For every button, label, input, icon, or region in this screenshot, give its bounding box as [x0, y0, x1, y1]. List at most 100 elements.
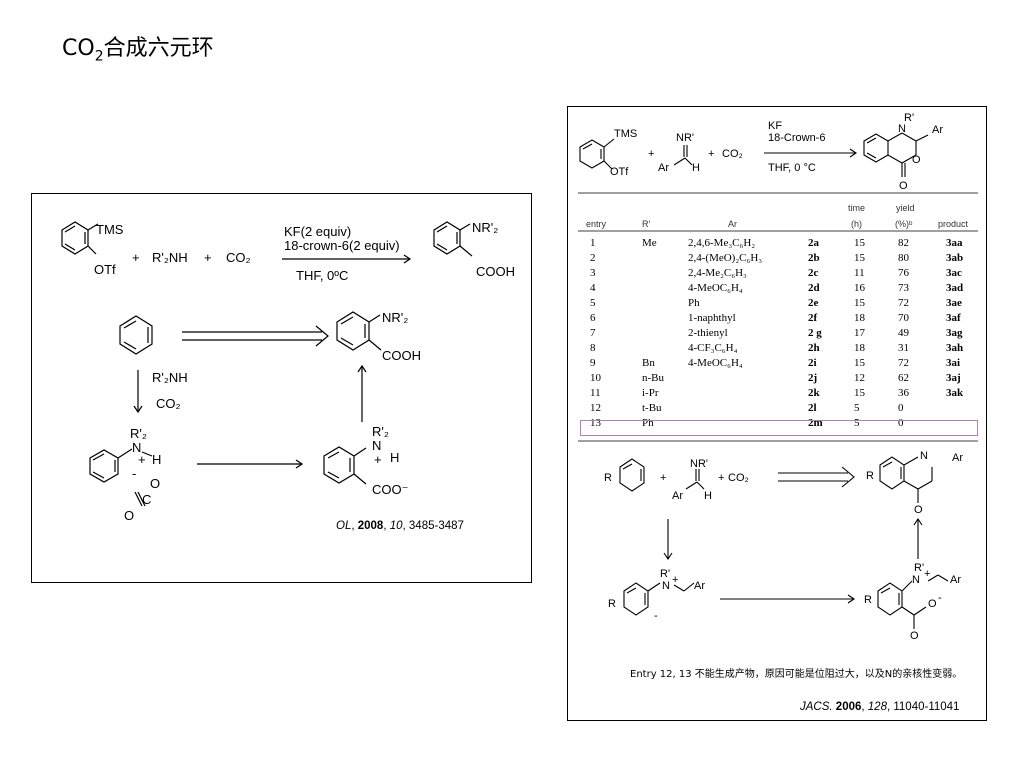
- table-cell: 2c: [808, 267, 819, 279]
- right-co2: CO₂: [722, 148, 743, 160]
- header-time-unit: (h): [851, 219, 862, 229]
- right-cond-thf: THF, 0 °C: [768, 162, 816, 174]
- jacs-volume: 128: [867, 701, 887, 713]
- table-cell: 2f: [808, 312, 818, 324]
- table-cell: 3ai: [946, 357, 961, 369]
- table-cell: 5: [590, 297, 596, 309]
- mech-minus-3: -: [938, 592, 942, 604]
- condition-thf: THF, 0ºC: [296, 268, 348, 283]
- table-cell: 0: [898, 402, 904, 414]
- jacs-pages: 11040-11041: [893, 701, 960, 713]
- plus-2: +: [204, 250, 212, 265]
- table-cell: 9: [590, 357, 596, 369]
- mech-o-3b: O: [928, 598, 937, 610]
- right-scheme-panel: TMS OTf + NR' Ar H + CO₂ KF 18-Crown-6 T…: [567, 106, 987, 721]
- ref-journal: OL: [336, 520, 352, 532]
- table-cell: 7: [590, 327, 596, 339]
- mech-co2-label: CO₂: [156, 396, 181, 411]
- table-cell: 2-thienyl: [688, 327, 728, 339]
- table-cell: 18: [854, 312, 865, 324]
- table-cell: 49: [898, 327, 909, 339]
- highlight-entry-13: [580, 420, 978, 436]
- condition-kf: KF(2 equiv): [284, 224, 351, 239]
- title-rest: 合成六元环: [103, 36, 214, 61]
- benzyne-precursor-ring: [61, 221, 89, 255]
- title-subscript: 2: [94, 48, 104, 65]
- table-cell: i-Pr: [642, 387, 659, 399]
- zw-minus: -: [132, 466, 136, 481]
- mech-n-2: N: [662, 580, 670, 592]
- mech-r-1: R: [604, 472, 612, 484]
- table-cell: 4-MeOC₆H₄: [688, 357, 743, 369]
- plus-1: +: [132, 250, 140, 265]
- table-cell: 2: [590, 252, 596, 264]
- jacs-year: 2006: [835, 701, 862, 713]
- right-imine-nr: NR': [676, 132, 694, 144]
- ref-volume: 10: [389, 520, 403, 532]
- right-scheme-svg: TMS OTf + NR' Ar H + CO₂ KF 18-Crown-6 T…: [578, 112, 978, 642]
- right-imine-h: H: [692, 162, 700, 174]
- table-cell: 2d: [808, 282, 820, 294]
- mech-ar-prod: Ar: [952, 452, 963, 464]
- mech-product-ring: [879, 456, 905, 490]
- mech-n-3: N: [912, 574, 920, 586]
- mech-ring-1: [619, 458, 645, 492]
- table-cell: 2,4,6-Me₃C₆H₂: [688, 237, 756, 249]
- table-cell: 4-CF₃C₆H₄: [688, 342, 738, 354]
- table-cell: 11: [854, 267, 865, 279]
- zw-o: O: [150, 476, 160, 491]
- table-cell: 3ag: [946, 327, 963, 339]
- header-rprime: R′: [642, 219, 651, 229]
- slide-title: CO2合成六元环: [62, 30, 214, 64]
- table-cell: 0: [898, 417, 904, 429]
- table-cell: 3ac: [946, 267, 962, 279]
- table-cell: 3: [590, 267, 596, 279]
- right-plus-2: +: [708, 148, 714, 160]
- table-cell: 76: [898, 267, 909, 279]
- product-cooh-middle: COOH: [382, 348, 421, 363]
- table-cell: Bn: [642, 357, 655, 369]
- table-cell: 6: [590, 312, 596, 324]
- table-cell: Me: [642, 237, 657, 249]
- table-cell: 15: [854, 237, 865, 249]
- table-cell: 2,4-Me₂C₆H₃: [688, 267, 747, 279]
- table-cell: 4-MeOC₆H₄: [688, 282, 743, 294]
- table-cell: 1: [590, 237, 596, 249]
- mech-plus-1: +: [660, 472, 666, 484]
- mech-rprime-2: R': [660, 568, 670, 580]
- table-cell: 4: [590, 282, 596, 294]
- zwitterion-ring: [89, 449, 119, 483]
- table-cell: 3ah: [946, 342, 964, 354]
- table-cell: 18: [854, 342, 865, 354]
- table-cell: 72: [898, 357, 909, 369]
- zw-n: N: [132, 440, 141, 455]
- mech-r-2: R: [608, 598, 616, 610]
- mech-h-1: H: [704, 490, 712, 502]
- table-cell: 1-naphthyl: [688, 312, 736, 324]
- table-cell: n-Bu: [642, 372, 664, 384]
- table-cell: 17: [854, 327, 865, 339]
- table-cell: 2,4-(MeO)₂C₆H₃: [688, 252, 763, 264]
- right-imine-ar: Ar: [658, 162, 669, 174]
- table-cell: 62: [898, 372, 909, 384]
- product-cooh-top: COOH: [476, 264, 515, 279]
- table-cell: t-Bu: [642, 402, 662, 414]
- mech-o-3: O: [910, 630, 919, 642]
- right-tms: TMS: [614, 128, 637, 140]
- benzyne-ring: [119, 315, 153, 355]
- table-cell: 2j: [808, 372, 818, 384]
- table-cell: 5: [854, 417, 860, 429]
- tms-label: TMS: [96, 222, 124, 237]
- table-cell: 15: [854, 252, 865, 264]
- mech-co2: CO₂: [728, 472, 749, 484]
- mech-nr: NR': [690, 458, 708, 470]
- header-yield: yield: [896, 203, 915, 213]
- table-cell: 12: [854, 372, 865, 384]
- table-cell: 73: [898, 282, 909, 294]
- table-cell: 2a: [808, 237, 819, 249]
